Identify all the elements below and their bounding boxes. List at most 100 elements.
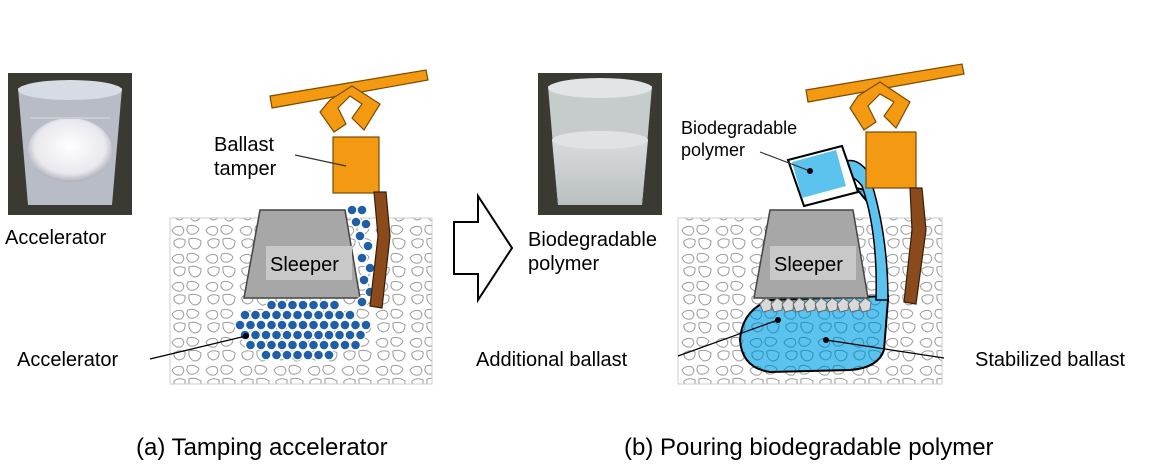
accelerator-granule xyxy=(333,309,346,321)
panel-a: Accelerator Sleeper Ballast tamper Accel… xyxy=(5,69,433,461)
ballast-tamper-b xyxy=(805,63,965,305)
accelerator-granule xyxy=(255,339,267,351)
accelerator-granule xyxy=(360,218,372,230)
polymer-photo-label-line1: Biodegradable xyxy=(528,229,657,251)
polymer-photo xyxy=(538,73,662,215)
sleeper-block-b: Sleeper xyxy=(753,209,869,299)
accelerator-granule xyxy=(360,319,372,331)
tamper-label-line1: Ballast xyxy=(214,134,274,156)
accelerator-granule xyxy=(328,339,341,351)
accelerator-granule xyxy=(286,319,299,331)
accelerator-granule xyxy=(312,329,325,341)
accelerator-pointer-line xyxy=(149,335,247,360)
polymer-container xyxy=(786,144,860,208)
transition-arrow xyxy=(453,192,514,304)
accelerator-granule xyxy=(318,319,330,331)
accelerator-pointer-dot xyxy=(243,333,249,339)
accelerator-granule xyxy=(354,230,366,242)
stabilized-ballast-dot xyxy=(823,337,829,343)
sleeper-label: Sleeper xyxy=(270,254,339,276)
accelerator-granule xyxy=(323,329,335,341)
polymer-stream xyxy=(829,159,889,301)
accelerator-granule xyxy=(307,299,320,311)
accelerator-granule xyxy=(234,319,246,331)
caption-a: (a) Tamping accelerator xyxy=(136,434,388,461)
sleeper-label-b: Sleeper xyxy=(774,254,843,276)
additional-ballast-dot xyxy=(775,317,781,323)
accelerator-granule xyxy=(328,319,341,331)
accelerator-granule xyxy=(333,329,346,341)
accelerator-photo-label: Accelerator xyxy=(5,227,106,249)
additional-ballast-stone xyxy=(858,297,872,313)
accelerator-granule xyxy=(297,339,309,351)
additional-ballast-label: Additional ballast xyxy=(476,349,628,371)
accelerator-granule xyxy=(255,319,267,331)
accelerator-granules xyxy=(234,299,372,361)
accelerator-granule xyxy=(260,349,272,361)
container-label-line2: polymer xyxy=(681,140,745,160)
container-label-line1: Biodegradable xyxy=(681,118,797,138)
accelerator-granule xyxy=(358,274,370,286)
additional-ballast-pointer xyxy=(677,319,779,357)
accelerator-granule xyxy=(297,319,309,331)
accelerator-granule xyxy=(281,329,293,341)
accelerator-granule xyxy=(249,329,262,341)
accelerator-photo xyxy=(8,73,132,215)
accelerator-granule xyxy=(328,299,341,311)
accelerator-granule xyxy=(318,339,330,351)
accelerator-granule xyxy=(249,309,262,321)
accelerator-granule xyxy=(356,296,368,308)
sleeper-block: Sleeper xyxy=(243,209,361,299)
stabilized-ballast-label: Stabilized ballast xyxy=(975,349,1126,371)
accelerator-granule xyxy=(260,329,272,341)
accelerator-granule xyxy=(362,240,374,252)
container-pointer xyxy=(759,151,811,172)
panel-b: Biodegradable polymer Sleeper Biodegrada… xyxy=(476,63,1126,461)
polymer-photo-label-line2: polymer xyxy=(528,253,599,275)
accelerator-granule xyxy=(270,329,283,341)
caption-b: (b) Pouring biodegradable polymer xyxy=(624,434,994,461)
accelerator-granule xyxy=(286,339,299,351)
container-pointer-dot xyxy=(807,168,813,174)
accelerator-granule xyxy=(276,339,288,351)
accelerator-granule xyxy=(318,299,330,311)
accelerator-granule xyxy=(346,204,358,216)
accelerator-granule xyxy=(281,349,293,361)
accelerator-granule xyxy=(239,309,251,321)
accelerator-granule xyxy=(356,252,368,264)
accelerator-pointer-label: Accelerator xyxy=(17,349,118,371)
accelerator-granule xyxy=(291,349,304,361)
accelerator-granule xyxy=(307,339,320,351)
accelerator-granule xyxy=(339,319,351,331)
accelerator-granule xyxy=(276,299,288,311)
additional-ballast-stones xyxy=(759,297,872,313)
accelerator-granule xyxy=(281,309,293,321)
accelerator-granule xyxy=(302,349,314,361)
accelerator-granule xyxy=(312,349,325,361)
accelerator-granule xyxy=(260,309,272,321)
accelerator-granule xyxy=(349,339,362,351)
accelerator-granule xyxy=(344,309,356,321)
accelerator-granule xyxy=(276,319,288,331)
accelerator-granule xyxy=(350,216,362,228)
accelerator-granule xyxy=(344,329,356,341)
accelerator-granule xyxy=(265,319,278,331)
tamper-pointer xyxy=(294,154,347,167)
stabilized-ballast-pointer xyxy=(825,339,945,359)
accelerator-granule xyxy=(323,349,335,361)
accelerator-granule xyxy=(354,329,367,341)
accelerator-granule xyxy=(286,299,299,311)
accelerator-granule xyxy=(297,299,309,311)
accelerator-granule xyxy=(356,204,368,216)
accelerator-granule xyxy=(244,319,257,331)
accelerator-granule xyxy=(307,319,320,331)
accelerator-granule xyxy=(291,329,304,341)
ballast-tamper xyxy=(269,69,429,309)
accelerator-granule xyxy=(339,339,351,351)
accelerator-granule xyxy=(323,309,335,321)
accelerator-granule xyxy=(244,339,257,351)
tamper-label-line2: tamper xyxy=(214,158,277,180)
accelerator-granule xyxy=(302,329,314,341)
accelerator-granule xyxy=(349,319,362,331)
accelerator-granule xyxy=(302,309,314,321)
